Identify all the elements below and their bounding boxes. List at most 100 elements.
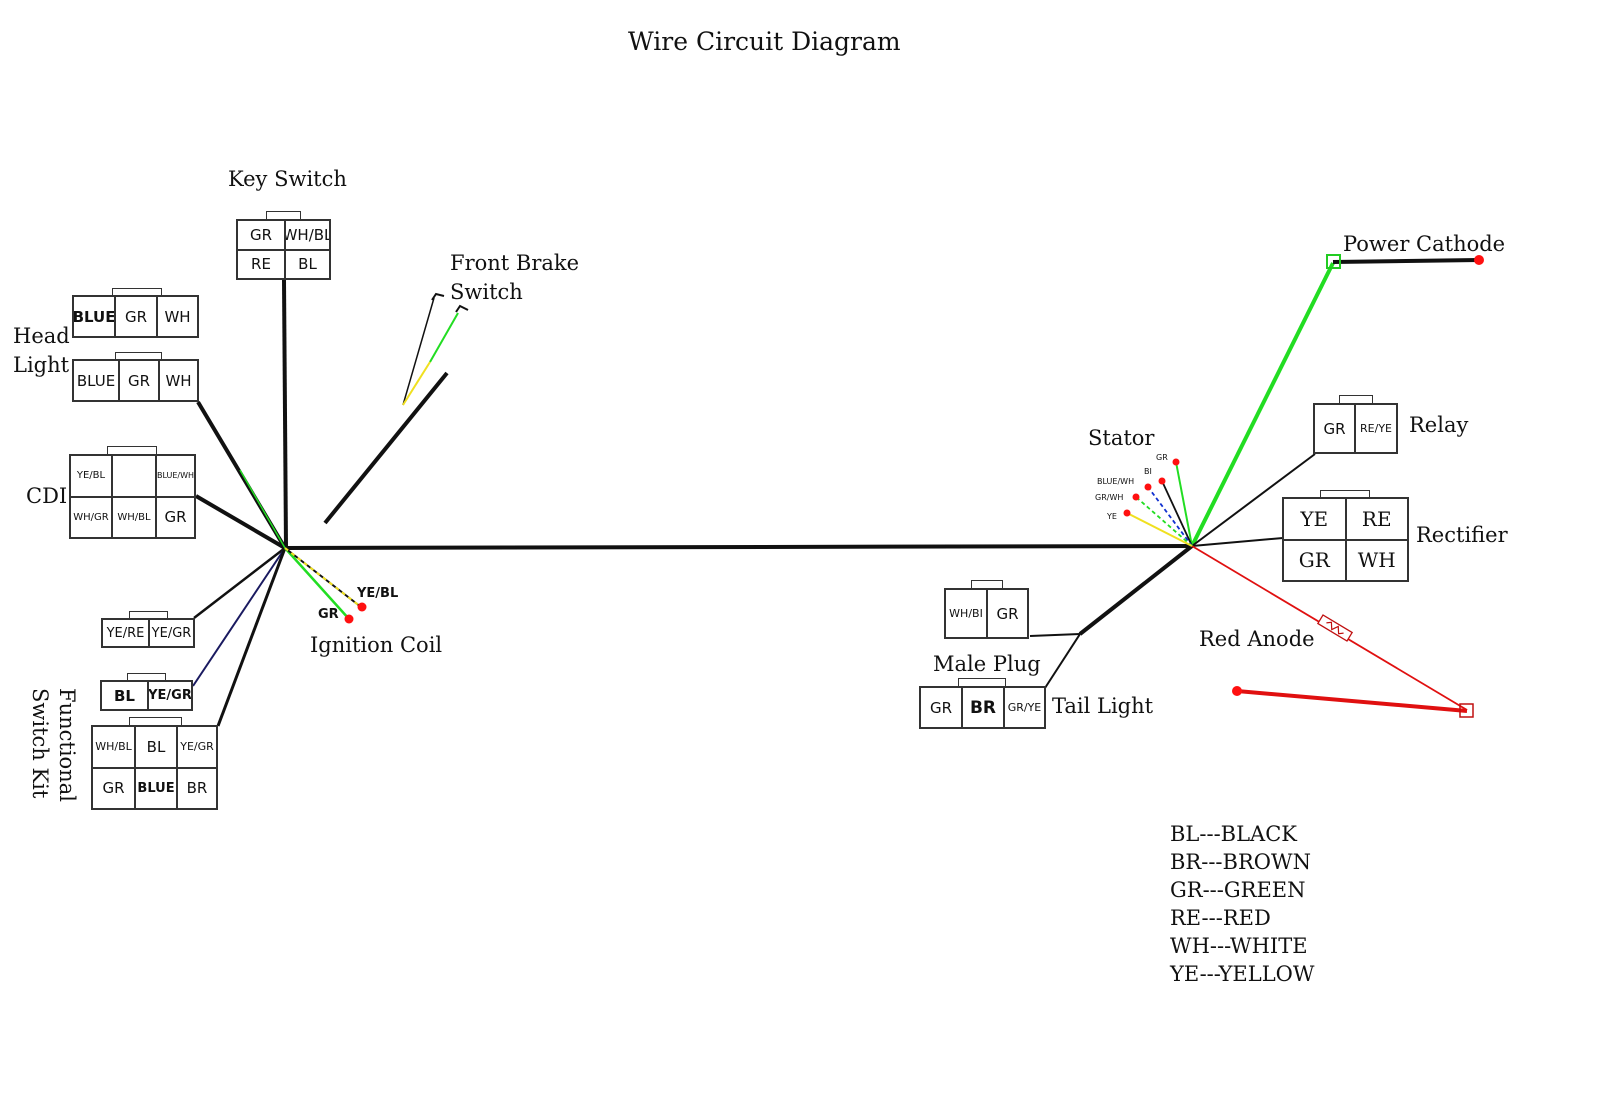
connector-pin: BR — [962, 687, 1004, 728]
connector-pin: WH/BI — [945, 589, 987, 638]
front-brake-wire — [323, 371, 449, 525]
brake-lead-yellow — [402, 361, 431, 406]
connector-pin: WH — [159, 360, 198, 401]
power-cathode-clamp — [1326, 254, 1341, 269]
legend-entry-black: BL---BLACK — [1170, 822, 1297, 846]
ignition-terminal-gr — [344, 614, 354, 624]
connector-pin: BL — [285, 249, 330, 279]
stator-terminal-ye — [1123, 509, 1131, 517]
red-anode-thick-wire — [1236, 689, 1468, 713]
relay-wire — [1191, 453, 1316, 547]
main-trunk-wire — [284, 544, 1193, 550]
tail-light-label: Tail Light — [1052, 694, 1154, 718]
power-cathode-green-wire — [1190, 262, 1335, 547]
tail-light-connector: GR BR GR/YE — [919, 686, 1046, 729]
red-anode-label: Red Anode — [1199, 627, 1315, 651]
connector-pin: WH — [1345, 539, 1408, 581]
key-switch-label: Key Switch — [228, 167, 347, 191]
connector-pin: GR — [119, 360, 159, 401]
legend-entry-red: RE---RED — [1170, 906, 1271, 930]
func-c-connector: WH/BL BL YE/GR GR BLUE BR — [91, 725, 218, 810]
stator-terminal-gr — [1172, 458, 1180, 466]
relay-connector: GR RE/YE — [1313, 403, 1398, 454]
connector-pin: YE/GR — [149, 619, 194, 647]
connector-pin: YE — [1283, 498, 1346, 540]
red-anode-terminal — [1232, 686, 1242, 696]
power-cathode-wire — [1332, 258, 1480, 264]
stator-label: Stator — [1088, 426, 1155, 450]
connector-pin: YE/RE — [102, 619, 149, 647]
head-light-green-wire — [239, 469, 286, 549]
rectifier-label: Rectifier — [1416, 523, 1508, 547]
power-cathode-terminal — [1474, 255, 1484, 265]
functional-label-line1: Functional — [55, 688, 79, 802]
stator-terminal-bi — [1158, 477, 1166, 485]
legend-entry-white: WH---WHITE — [1170, 934, 1308, 958]
connector-pin: GR — [1283, 539, 1346, 581]
connector-pin: BL — [101, 681, 148, 710]
connector-pin: BLUE — [135, 767, 177, 809]
func-b-connector: BL YE/GR — [100, 680, 193, 711]
connector-pin: GR/YE — [1004, 687, 1045, 728]
connector-pin: BLUE — [73, 360, 119, 401]
connector-pin: YE/GR — [177, 726, 217, 768]
key-switch-connector: GR WH/BL RE BL — [236, 219, 331, 280]
connector-pin: WH — [157, 296, 198, 337]
connector-pin: WH/GR — [70, 496, 112, 538]
stator-lead-ye — [1126, 512, 1193, 547]
connector-pin: GR — [156, 496, 195, 538]
head-light-bottom-connector: BLUE GR WH — [72, 359, 199, 402]
connector-pin: GR — [115, 296, 157, 337]
ignition-terminal-ye-bl — [357, 602, 367, 612]
rectifier-connector: YE RE GR WH — [1282, 497, 1409, 582]
stator-terminal-gr-wh — [1132, 493, 1140, 501]
brake-switch-clip-right — [455, 304, 469, 313]
connector-pin: RE — [1345, 498, 1408, 540]
red-anode-clamp — [1459, 703, 1474, 718]
legend-entry-yellow: YE---YELLOW — [1170, 962, 1315, 986]
connector-pin: GR — [920, 687, 962, 728]
stator-terminal-blue-wh — [1144, 483, 1152, 491]
ignition-coil-label: Ignition Coil — [310, 633, 443, 657]
male-plug-wire — [1029, 633, 1081, 637]
func-c-wire — [216, 547, 287, 727]
fuse-holder — [1316, 614, 1354, 642]
diagram-title: Wire Circuit Diagram — [628, 27, 901, 56]
ignition-lead-yellow — [284, 547, 362, 608]
stator-gr-wire-label: GR — [1156, 453, 1168, 462]
connector-pin: GR — [1314, 404, 1355, 453]
stator-blue-wh-wire-label: BLUE/WH — [1097, 477, 1135, 486]
stator-bi-wire-label: BI — [1144, 467, 1152, 476]
connector-pin: GR — [987, 589, 1028, 638]
brake-switch-clip-left — [431, 292, 445, 301]
func-a-connector: YE/RE YE/GR — [101, 618, 195, 648]
head-light-top-connector: BLUE GR WH — [72, 295, 199, 338]
tail-light-wire — [1078, 544, 1194, 636]
connector-pin: WH/BL — [92, 726, 135, 768]
legend-entry-brown: BR---BROWN — [1170, 850, 1311, 874]
connector-pin: BR — [177, 767, 217, 809]
front-brake-label-line2: Switch — [450, 280, 523, 304]
stator-gr-wh-wire-label: GR/WH — [1095, 493, 1124, 502]
connector-pin: GR — [237, 220, 285, 250]
brake-lead-green — [429, 312, 459, 363]
tail-light-branch-wire — [1044, 633, 1081, 689]
key-switch-wire — [282, 279, 288, 549]
connector-pin: BLUE/WH — [156, 455, 195, 497]
connector-pin: BLUE — [73, 296, 115, 337]
stator-lead-gr-wh — [1135, 496, 1193, 547]
functional-label-line2: Switch Kit — [28, 688, 52, 799]
func-a-wire — [193, 547, 286, 619]
stator-lead-bi — [1161, 480, 1193, 547]
connector-pin: WH/BL — [112, 496, 156, 538]
cdi-wire — [194, 494, 287, 550]
brake-lead-black — [402, 297, 435, 406]
rectifier-wire — [1191, 537, 1284, 547]
stator-ye-wire-label: YE — [1107, 512, 1117, 521]
connector-pin: WH/BL — [285, 220, 330, 250]
stator-lead-gr — [1175, 461, 1193, 547]
connector-pin: RE/YE — [1355, 404, 1397, 453]
ignition-lead-green — [284, 547, 350, 620]
